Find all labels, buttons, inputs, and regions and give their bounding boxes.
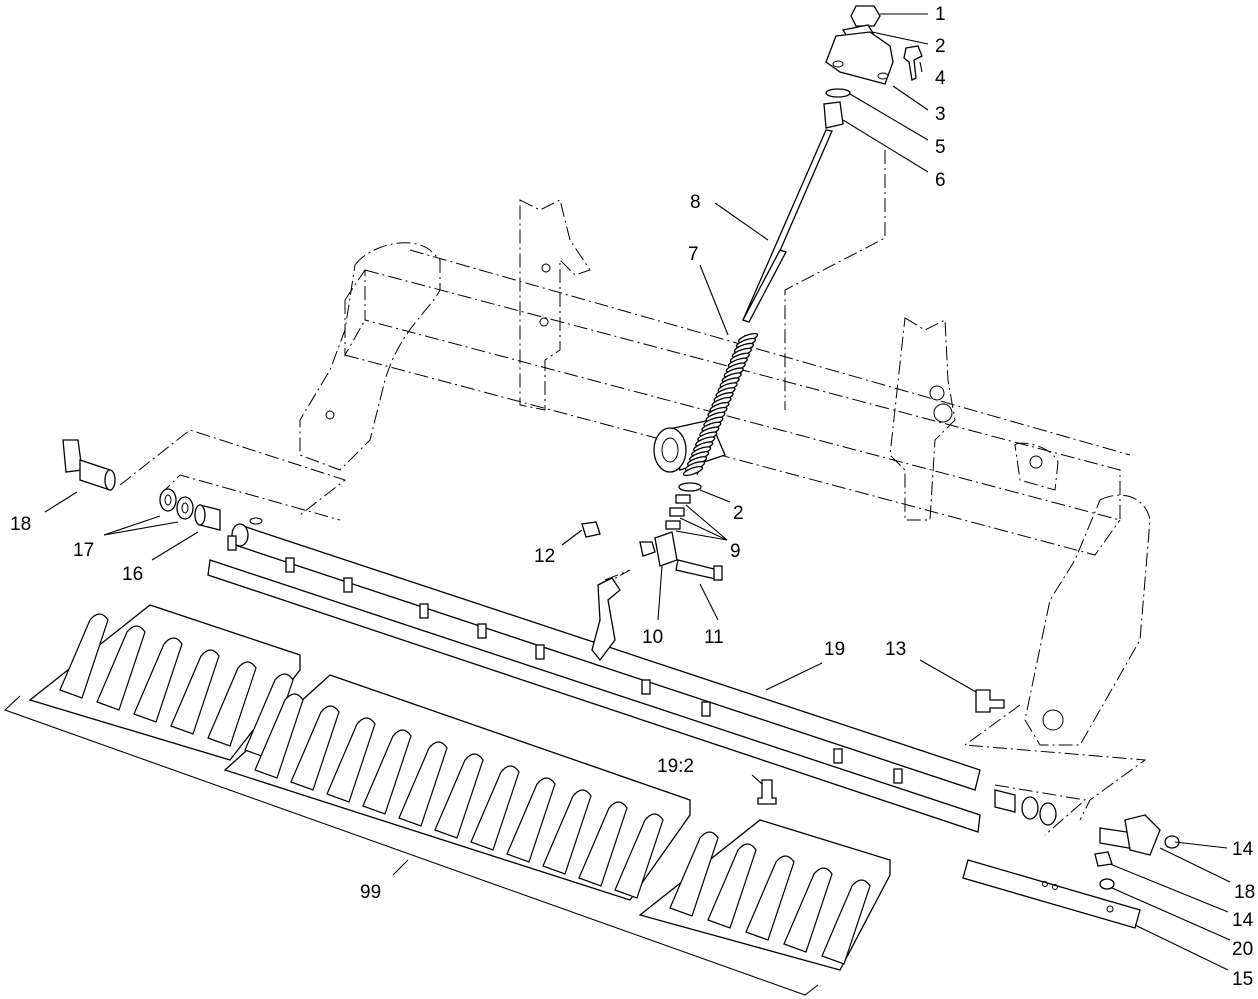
- spring-coil: [682, 465, 704, 477]
- callout-1: 1: [935, 4, 946, 25]
- plate-pin: [419, 603, 429, 619]
- plate-pin: [477, 623, 487, 639]
- callout-7: 7: [688, 244, 699, 265]
- tine-slot: [362, 729, 412, 815]
- tine-slot: [133, 637, 183, 723]
- tine-slot: [244, 673, 294, 759]
- callout-11: 11: [704, 627, 724, 648]
- top-bracket-assembly: [823, 5, 923, 129]
- callout-14-lower: 14: [1232, 910, 1254, 931]
- spring-part-7: [682, 332, 759, 477]
- callout-12: 12: [534, 546, 555, 567]
- tine-slot: [821, 879, 871, 965]
- left-pivot-pin-part-18: [62, 439, 116, 491]
- right-bushing-and-washers: [994, 789, 1057, 826]
- callout-15: 15: [1232, 969, 1253, 990]
- plate-pin: [535, 644, 545, 660]
- main-frame-phantom: [119, 150, 1151, 836]
- callout-16: 16: [122, 564, 143, 585]
- plate-pin: [893, 768, 903, 784]
- callout-2-top: 2: [935, 36, 946, 57]
- shaft-part-19: [207, 517, 981, 833]
- callout-9: 9: [730, 541, 741, 562]
- washer-part-20: [1099, 878, 1115, 890]
- plate-pin: [343, 577, 353, 593]
- nut-part-14-lower: [1094, 851, 1113, 867]
- callout-8: 8: [690, 192, 701, 213]
- tine-slot: [707, 843, 757, 929]
- left-washers-part-17: [159, 488, 194, 520]
- tine-slot: [783, 867, 833, 953]
- callout-20: 20: [1232, 939, 1253, 960]
- callout-99: 99: [360, 882, 381, 903]
- callout-10: 10: [642, 627, 663, 648]
- tine-plates-part-99: [28, 604, 891, 971]
- bolt-part-13: [975, 689, 1005, 713]
- tine-slot: [614, 813, 664, 899]
- plate-pin: [227, 535, 237, 551]
- plate-pin: [833, 748, 843, 764]
- tine-slot: [470, 765, 520, 851]
- tine-slot: [542, 789, 592, 875]
- callout-5: 5: [935, 137, 946, 158]
- tine-slot: [207, 661, 257, 747]
- tine-slot: [170, 649, 220, 735]
- right-pivot-pin-part-18: [1099, 814, 1180, 856]
- frame-holes: [325, 263, 1064, 731]
- tine-slot: [254, 693, 304, 779]
- nut-part-12: [581, 521, 601, 538]
- callout-19: 19: [824, 639, 845, 660]
- left-bushing-part-16: [194, 504, 221, 531]
- callout-labels: 1 2 4 3 5 6 8 7 2 9 12 10 11 19 13 19:2 …: [10, 4, 1255, 990]
- callout-6: 6: [935, 170, 946, 191]
- tine-slot: [398, 741, 448, 827]
- callout-2-lower: 2: [733, 503, 744, 524]
- plate-pin: [701, 701, 711, 717]
- tine-slot: [506, 777, 556, 863]
- tine-slot: [326, 717, 376, 803]
- callout-18-left: 18: [10, 514, 31, 535]
- plate-pin: [285, 557, 295, 573]
- rod-part-8: [742, 129, 833, 323]
- bolt-part-19-2: [757, 779, 777, 805]
- callout-3: 3: [935, 104, 946, 125]
- callout-14-upper: 14: [1232, 839, 1254, 860]
- tine-slot: [578, 801, 628, 887]
- tine-slot: [96, 625, 146, 711]
- leader-lines: [3, 13, 1231, 996]
- callout-18-right: 18: [1234, 882, 1255, 903]
- tine-slot: [290, 705, 340, 791]
- tine-slot: [669, 831, 719, 917]
- callout-19-2: 19:2: [657, 756, 694, 777]
- bolt-part-11: [675, 559, 723, 581]
- strap-part-15: [962, 859, 1141, 929]
- spring-lower-hardware: [665, 482, 702, 530]
- callout-4: 4: [935, 68, 946, 89]
- plate-pin: [641, 679, 651, 695]
- tine-slot: [59, 613, 109, 699]
- callout-17: 17: [73, 540, 94, 561]
- callout-13: 13: [885, 639, 906, 660]
- clevis-part-10: [639, 531, 678, 567]
- tine-slot: [434, 753, 484, 839]
- tine-slot: [745, 855, 795, 941]
